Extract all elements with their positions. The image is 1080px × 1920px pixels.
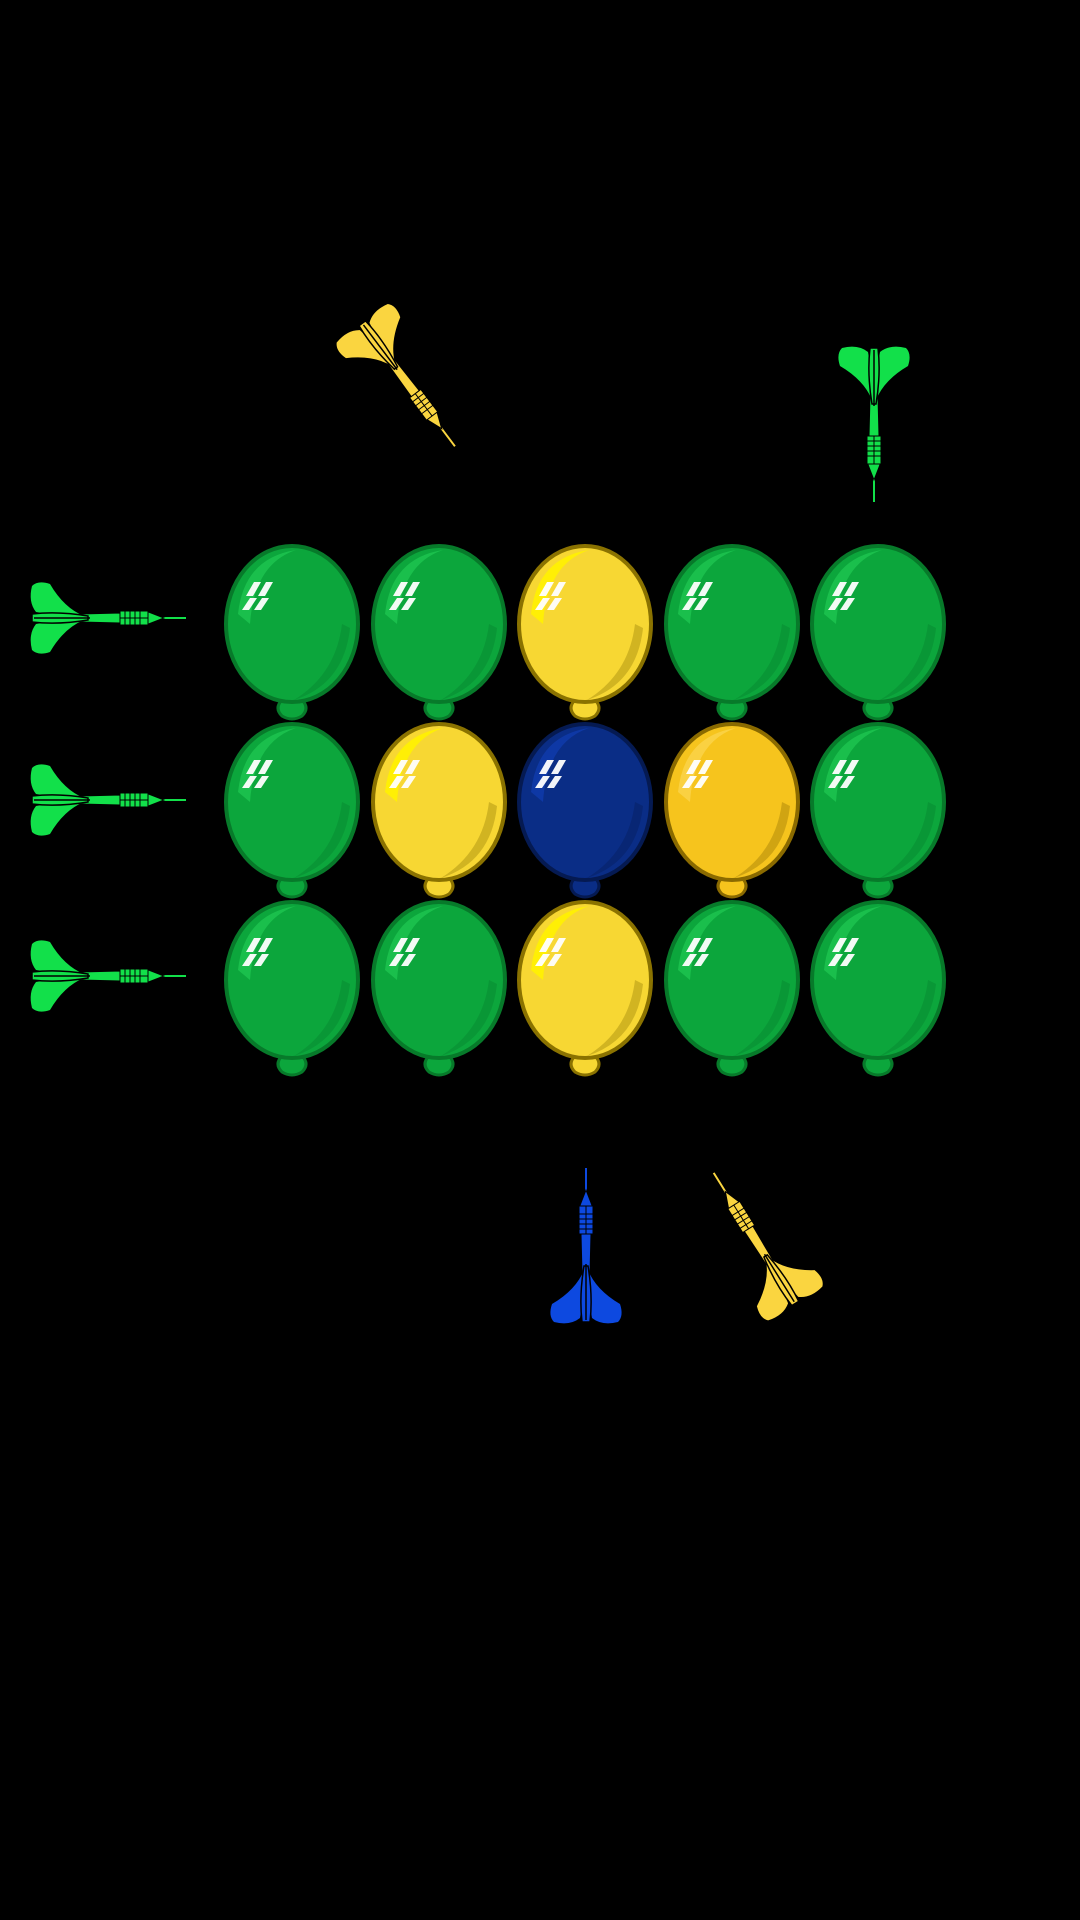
balloon-green-r2c5[interactable] xyxy=(810,722,946,906)
balloon-green-r3c2[interactable] xyxy=(371,900,507,1084)
balloon-orange-r2c4[interactable] xyxy=(664,722,800,906)
dart-top-right-green-dart-icon[interactable] xyxy=(834,344,914,504)
balloon-blue-r2c3[interactable] xyxy=(517,722,653,906)
balloon-green-r3c1[interactable] xyxy=(224,900,360,1084)
balloon-yellow-r2c2[interactable] xyxy=(371,722,507,906)
dart-bottom-center-blue-dart-icon[interactable] xyxy=(546,1166,626,1326)
dart-top-diagonal-yellow-dart-icon[interactable] xyxy=(328,296,488,472)
balloon-green-r1c4[interactable] xyxy=(664,544,800,728)
balloon-green-r3c5[interactable] xyxy=(810,900,946,1084)
balloon-yellow-r3c3[interactable] xyxy=(517,900,653,1084)
dart-bottom-diagonal-yellow-dart-icon[interactable] xyxy=(679,1150,832,1328)
balloon-green-r2c1[interactable] xyxy=(224,722,360,906)
balloon-yellow-r1c3[interactable] xyxy=(517,544,653,728)
balloon-green-r1c5[interactable] xyxy=(810,544,946,728)
dart-left-row-1-green-dart-icon[interactable] xyxy=(28,578,188,658)
balloon-green-r1c1[interactable] xyxy=(224,544,360,728)
balloon-green-r1c2[interactable] xyxy=(371,544,507,728)
dart-left-row-2-green-dart-icon[interactable] xyxy=(28,760,188,840)
balloon-green-r3c4[interactable] xyxy=(664,900,800,1084)
dart-left-row-3-green-dart-icon[interactable] xyxy=(28,936,188,1016)
